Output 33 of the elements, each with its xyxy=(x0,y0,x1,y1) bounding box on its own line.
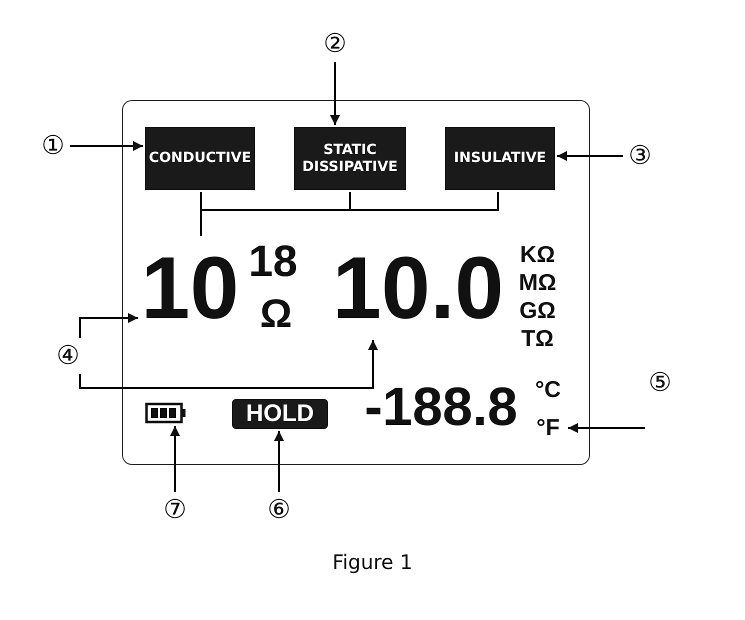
mode-indicator: INSULATIVE xyxy=(445,127,555,190)
callout-number: ③ xyxy=(625,140,655,172)
ohm-symbol: Ω xyxy=(258,292,294,336)
celsius-unit: °C xyxy=(534,374,562,404)
temperature-digits: -188.8 xyxy=(363,376,519,439)
hold-indicator: HOLD xyxy=(232,399,328,429)
unit-label: MΩ xyxy=(518,268,558,296)
arrow xyxy=(274,431,284,492)
arrow xyxy=(170,426,180,492)
callout-number: ⑥ xyxy=(264,494,294,526)
callout-number: ⑦ xyxy=(160,494,190,526)
callout-number: ④ xyxy=(53,340,83,372)
arrow xyxy=(568,423,646,433)
exponent-digits: 10 xyxy=(140,238,240,338)
arrow xyxy=(70,141,143,151)
arrow xyxy=(557,151,623,161)
arrow xyxy=(79,313,138,338)
callout-number: ① xyxy=(38,130,68,162)
mode-indicator: CONDUCTIVE xyxy=(145,127,255,190)
figure-caption: Figure 1 xyxy=(331,549,414,576)
unit-label: TΩ xyxy=(520,324,555,352)
unit-label: KΩ xyxy=(518,240,556,268)
exponent-digits: 18 xyxy=(248,236,298,288)
arrow xyxy=(330,62,340,125)
arrow xyxy=(79,340,378,389)
mode-indicator: STATIC DISSIPATIVE xyxy=(294,127,406,190)
unit-label: GΩ xyxy=(518,296,557,324)
callout-number: ⑤ xyxy=(645,368,675,432)
fahrenheit-unit: °F xyxy=(530,412,566,442)
callout-number: ② xyxy=(320,28,350,60)
connector-line xyxy=(200,192,499,236)
battery-icon xyxy=(145,402,187,424)
resistance-digits: 10.0 xyxy=(330,238,506,338)
